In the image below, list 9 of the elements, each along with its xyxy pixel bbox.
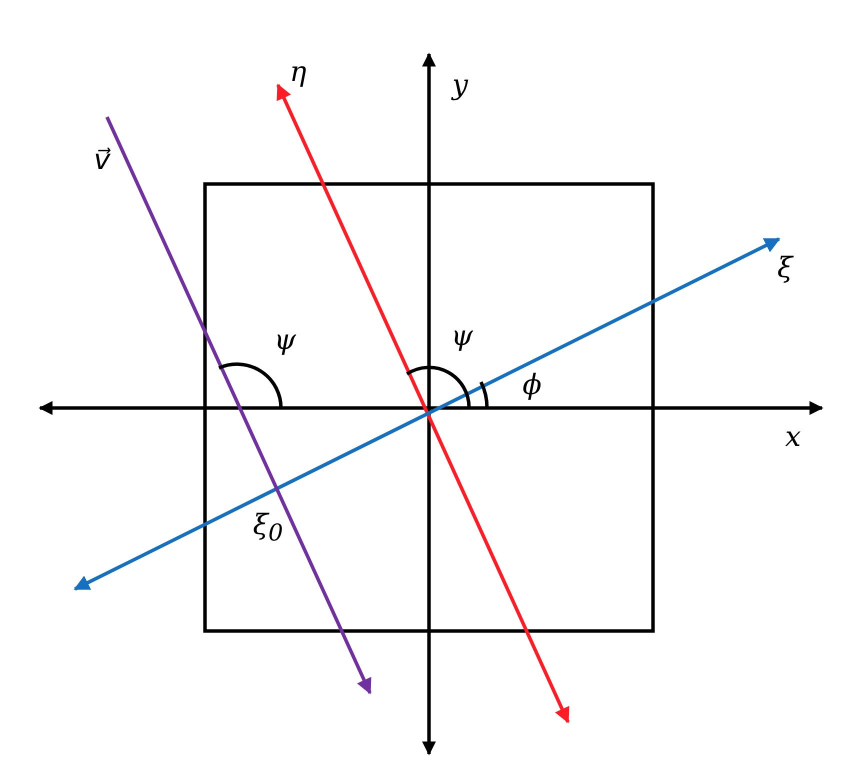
angle-label: ψ <box>451 322 473 350</box>
axis-label: η <box>290 58 306 86</box>
vector-label: v⃗ <box>94 146 110 174</box>
axis-label: y <box>452 71 468 99</box>
offset-label: ξ$_{0}$ <box>252 511 284 545</box>
angle-label: ϕ <box>522 371 542 399</box>
angle-label: ψ <box>274 326 296 354</box>
axis-label: x <box>785 423 801 451</box>
axis-label: ξ <box>777 254 793 282</box>
